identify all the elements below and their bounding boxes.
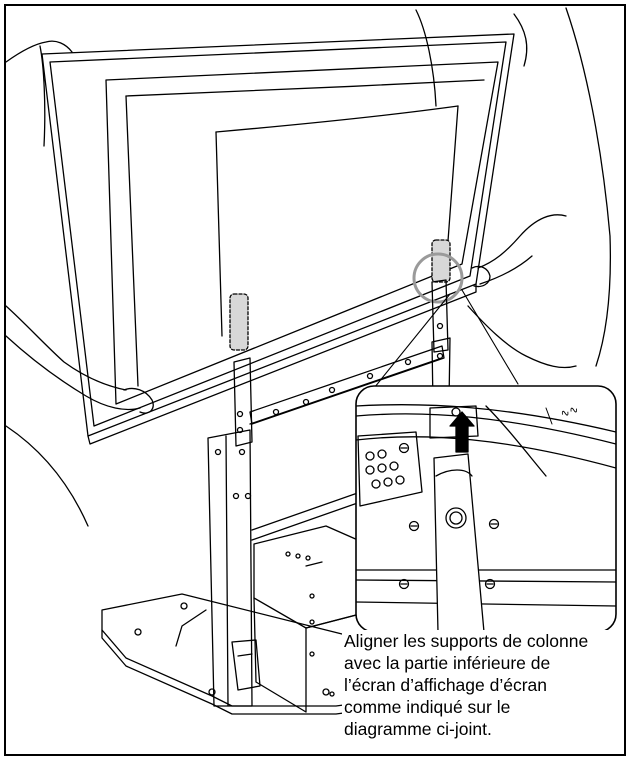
callout-leader-lines [365, 289, 519, 399]
alignment-tab-left [229, 293, 249, 351]
caption-line-2: avec la partie inférieure de [344, 653, 551, 673]
up-arrow-icon [449, 411, 475, 453]
caption-line-4: comme indiqué sur le [344, 697, 511, 717]
alignment-tab-right [431, 239, 451, 283]
caption-line-5: diagramme ci-joint. [344, 719, 492, 739]
instruction-caption: Aligner les supports de colonne avec la … [342, 630, 624, 740]
plasma-display [41, 33, 515, 445]
assembly-diagram: ∿∿ Aligner les supports de colonne avec … [4, 4, 626, 756]
detail-callout: ∿∿ [355, 385, 617, 633]
left-person [6, 40, 154, 527]
right-person [415, 7, 612, 369]
alignment-highlight-ring [412, 252, 464, 304]
caption-line-1: Aligner les supports de colonne [344, 631, 589, 651]
illustration: ∿∿ [6, 7, 617, 715]
callout-note: ∿∿ [559, 403, 580, 421]
caption-line-3: l’écran d’affichage d’écran [344, 675, 548, 695]
